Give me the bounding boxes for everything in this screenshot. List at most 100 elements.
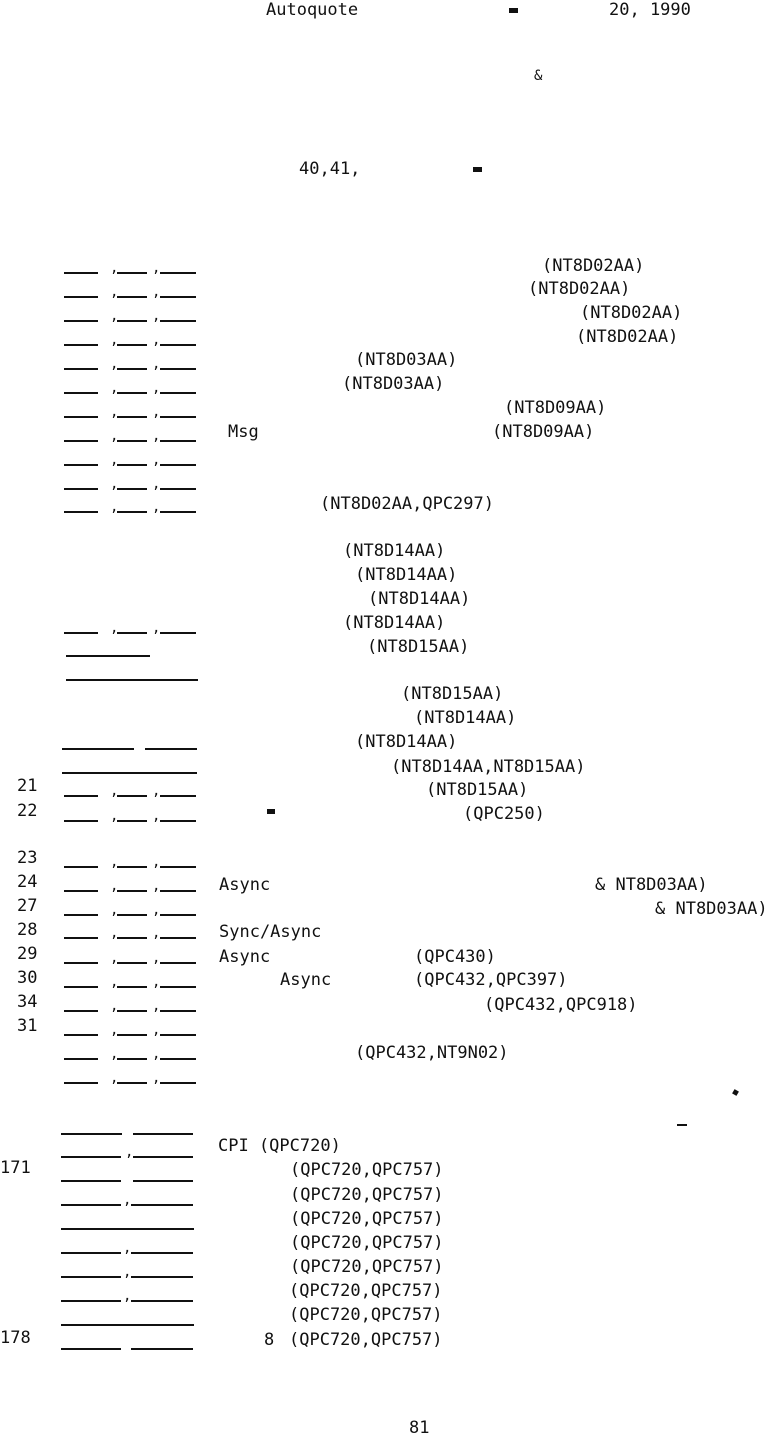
date-blank-year[interactable] bbox=[160, 890, 196, 892]
date-blank-year[interactable] bbox=[160, 392, 196, 394]
date-blank-day[interactable] bbox=[117, 632, 147, 634]
date-blank-month[interactable] bbox=[64, 866, 98, 868]
date-blank-year[interactable] bbox=[160, 464, 196, 466]
date-blank-day[interactable] bbox=[117, 1058, 147, 1060]
date-blank-year[interactable] bbox=[160, 344, 196, 346]
date-blank-month[interactable] bbox=[64, 488, 98, 490]
blank-line[interactable] bbox=[131, 1252, 193, 1254]
date-blank-month[interactable] bbox=[64, 795, 98, 797]
date-blank-month[interactable] bbox=[64, 296, 98, 298]
blank-line[interactable] bbox=[131, 1276, 193, 1278]
date-blank-month[interactable] bbox=[64, 1058, 98, 1060]
date-blank-day[interactable] bbox=[117, 1034, 147, 1036]
blank-line[interactable] bbox=[61, 1228, 194, 1230]
blank-line[interactable] bbox=[66, 679, 198, 681]
date-blank-month[interactable] bbox=[64, 986, 98, 988]
blank-line[interactable] bbox=[133, 1133, 193, 1135]
date-blank-day[interactable] bbox=[117, 368, 147, 370]
blank-line[interactable] bbox=[131, 1348, 193, 1350]
date-blank-month[interactable] bbox=[64, 320, 98, 322]
date-blank-month[interactable] bbox=[64, 962, 98, 964]
date-blank-year[interactable] bbox=[160, 937, 196, 939]
date-blank-month[interactable] bbox=[64, 890, 98, 892]
date-blank-day[interactable] bbox=[117, 1010, 147, 1012]
date-blank-day[interactable] bbox=[117, 344, 147, 346]
blank-line[interactable] bbox=[62, 772, 197, 774]
date-blank-month[interactable] bbox=[64, 914, 98, 916]
date-blank-month[interactable] bbox=[64, 1010, 98, 1012]
date-blank-month[interactable] bbox=[64, 344, 98, 346]
blank-separator: , bbox=[125, 1144, 134, 1160]
blank-line[interactable] bbox=[61, 1324, 194, 1326]
date-blank-day[interactable] bbox=[117, 320, 147, 322]
date-blank-day[interactable] bbox=[117, 488, 147, 490]
date-blank-year[interactable] bbox=[160, 986, 196, 988]
date-blank-year[interactable] bbox=[160, 795, 196, 797]
date-blank-month[interactable] bbox=[64, 511, 98, 513]
date-blank-month[interactable] bbox=[64, 272, 98, 274]
date-blank-year[interactable] bbox=[160, 1034, 196, 1036]
date-blank-year[interactable] bbox=[160, 488, 196, 490]
date-blank-day[interactable] bbox=[117, 464, 147, 466]
blank-line[interactable] bbox=[133, 1156, 193, 1158]
date-blank-year[interactable] bbox=[160, 416, 196, 418]
date-blank-year[interactable] bbox=[160, 272, 196, 274]
blank-line[interactable] bbox=[62, 748, 134, 750]
date-blank-day[interactable] bbox=[117, 272, 147, 274]
date-blank-month[interactable] bbox=[64, 1082, 98, 1084]
row-number: 24 bbox=[17, 872, 38, 892]
date-blank-day[interactable] bbox=[117, 795, 147, 797]
date-blank-month[interactable] bbox=[64, 392, 98, 394]
date-blank-month[interactable] bbox=[64, 632, 98, 634]
date-blank-year[interactable] bbox=[160, 368, 196, 370]
date-blank-month[interactable] bbox=[64, 464, 98, 466]
date-blank-day[interactable] bbox=[117, 962, 147, 964]
date-blank-year[interactable] bbox=[160, 440, 196, 442]
date-blank-year[interactable] bbox=[160, 296, 196, 298]
date-blank-day[interactable] bbox=[117, 986, 147, 988]
date-blank-day[interactable] bbox=[117, 416, 147, 418]
row-number: 23 bbox=[17, 848, 38, 868]
date-blank-day[interactable] bbox=[117, 1082, 147, 1084]
date-blank-year[interactable] bbox=[160, 1058, 196, 1060]
blank-line[interactable] bbox=[61, 1133, 122, 1135]
blank-line[interactable] bbox=[61, 1300, 121, 1302]
date-blank-month[interactable] bbox=[64, 368, 98, 370]
date-blank-year[interactable] bbox=[160, 866, 196, 868]
date-blank-year[interactable] bbox=[160, 632, 196, 634]
blank-line[interactable] bbox=[61, 1180, 121, 1182]
date-blank-month[interactable] bbox=[64, 937, 98, 939]
date-blank-day[interactable] bbox=[117, 937, 147, 939]
date-blank-day[interactable] bbox=[117, 440, 147, 442]
date-blank-year[interactable] bbox=[160, 962, 196, 964]
blank-separator: , bbox=[110, 428, 119, 444]
document-date: 20, 1990 bbox=[609, 0, 691, 20]
date-blank-day[interactable] bbox=[117, 914, 147, 916]
blank-line[interactable] bbox=[133, 1180, 193, 1182]
date-blank-day[interactable] bbox=[117, 511, 147, 513]
blank-line[interactable] bbox=[131, 1204, 193, 1206]
blank-line[interactable] bbox=[66, 655, 150, 657]
date-blank-day[interactable] bbox=[117, 820, 147, 822]
date-blank-year[interactable] bbox=[160, 511, 196, 513]
date-blank-month[interactable] bbox=[64, 416, 98, 418]
blank-line[interactable] bbox=[61, 1348, 121, 1350]
date-blank-day[interactable] bbox=[117, 296, 147, 298]
blank-line[interactable] bbox=[145, 748, 197, 750]
date-blank-year[interactable] bbox=[160, 820, 196, 822]
date-blank-year[interactable] bbox=[160, 1010, 196, 1012]
date-blank-day[interactable] bbox=[117, 392, 147, 394]
date-blank-month[interactable] bbox=[64, 820, 98, 822]
blank-line[interactable] bbox=[61, 1276, 121, 1278]
date-blank-month[interactable] bbox=[64, 440, 98, 442]
date-blank-year[interactable] bbox=[160, 1082, 196, 1084]
date-blank-day[interactable] bbox=[117, 866, 147, 868]
date-blank-month[interactable] bbox=[64, 1034, 98, 1036]
blank-line[interactable] bbox=[61, 1156, 121, 1158]
date-blank-day[interactable] bbox=[117, 890, 147, 892]
blank-line[interactable] bbox=[131, 1300, 193, 1302]
date-blank-year[interactable] bbox=[160, 320, 196, 322]
blank-line[interactable] bbox=[61, 1252, 121, 1254]
date-blank-year[interactable] bbox=[160, 914, 196, 916]
blank-line[interactable] bbox=[61, 1204, 121, 1206]
